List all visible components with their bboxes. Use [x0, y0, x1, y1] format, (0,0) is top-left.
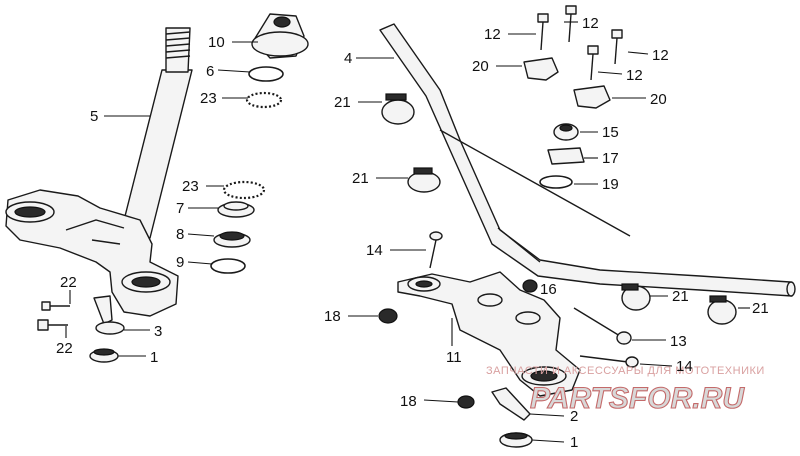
callout-18-upper: 18: [324, 308, 341, 325]
cap-18-upper-part: [378, 308, 398, 324]
callout-22-upper: 22: [60, 274, 77, 291]
bolt-12d-part: [587, 45, 599, 81]
callout-19: 19: [602, 176, 619, 193]
callout-10: 10: [208, 34, 225, 51]
callout-labels: 10 6 23 5 23 7 8 9 22 22 3 1 4 21 21 12 …: [56, 15, 769, 451]
bolt-22-upper-part: [41, 301, 70, 311]
upper-fork-bridge-part: [397, 271, 581, 397]
cable-clamp-21c-part: [621, 283, 651, 311]
callout-21-b: 21: [352, 170, 369, 187]
callout-22-lower: 22: [56, 340, 73, 357]
leader-lines: [65, 21, 750, 443]
callout-20-a: 20: [472, 58, 489, 75]
callout-16: 16: [540, 281, 557, 298]
callout-15: 15: [602, 124, 619, 141]
callout-1-right: 1: [570, 434, 578, 451]
steel-balls-23-upper: [245, 91, 283, 109]
callout-12-d: 12: [626, 67, 643, 84]
callout-21-a: 21: [334, 94, 351, 111]
callout-20-b: 20: [650, 91, 667, 108]
lower-fork-bridge-part: [5, 189, 179, 317]
cable-clamp-21b-part: [407, 167, 441, 193]
callout-11: 11: [446, 349, 462, 366]
ball-race-7-part: [217, 201, 255, 218]
callout-8: 8: [176, 226, 184, 243]
reflector-bracket-3-part: [93, 295, 125, 335]
cap-18-lower-part: [457, 395, 475, 409]
reflector-1-left-part: [89, 348, 119, 363]
nut-16-part: [522, 279, 538, 293]
bolt-14-upper-part: [429, 231, 443, 269]
watermark-logo: PARTSFOR.RU: [530, 382, 745, 415]
clamp-17-part: [547, 147, 585, 165]
callout-5: 5: [90, 108, 98, 125]
cable-clamp-21d-part: [707, 295, 737, 325]
callout-17: 17: [602, 150, 619, 167]
callout-13: 13: [670, 333, 687, 350]
cable-clamp-21a-part: [381, 93, 415, 125]
callout-23-lower: 23: [182, 178, 199, 195]
ring-19-part: [539, 175, 573, 189]
callout-21-d: 21: [752, 300, 769, 317]
ball-race-8-part: [213, 231, 251, 248]
callout-14-lower: 14: [676, 358, 693, 375]
bolt-12b-part: [565, 5, 577, 43]
callout-4: 4: [344, 50, 352, 67]
bolt-22-lower-part: [37, 319, 68, 331]
callout-21-c: 21: [672, 288, 689, 305]
steering-stem-part: [119, 27, 193, 239]
bolt-12c-part: [611, 29, 623, 65]
callout-12-a: 12: [484, 26, 501, 43]
bar-holder-20b-part: [573, 85, 611, 109]
bolt-13-part: [573, 307, 632, 345]
callout-14-upper: 14: [366, 242, 383, 259]
stem-nut-part: [251, 13, 309, 59]
callout-18-lower: 18: [400, 393, 417, 410]
reflector-bracket-2-part: [491, 387, 531, 421]
handlebar-part: [379, 23, 796, 297]
watermark-tagline: ЗАПЧАСТИ И АКСЕССУАРЫ ДЛЯ МОТОТЕХНИКИ: [486, 365, 765, 377]
callout-23-upper: 23: [200, 90, 217, 107]
reflector-1-right-part: [499, 432, 533, 448]
callout-7: 7: [176, 200, 184, 217]
steel-balls-23-lower: [222, 180, 266, 200]
washer-6-part: [248, 66, 284, 82]
callout-9: 9: [176, 254, 184, 271]
bar-holder-20a-part: [523, 57, 559, 81]
callout-3: 3: [154, 323, 162, 340]
dust-seal-9-part: [210, 258, 246, 274]
callout-12-b: 12: [582, 15, 599, 32]
callout-1-left: 1: [150, 349, 158, 366]
nut-15-part: [553, 123, 579, 141]
bolt-14-lower-part: [579, 355, 639, 368]
callout-6: 6: [206, 63, 214, 80]
callout-12-c: 12: [652, 47, 669, 64]
bolt-12a-part: [537, 13, 549, 51]
callout-2: 2: [570, 408, 578, 425]
